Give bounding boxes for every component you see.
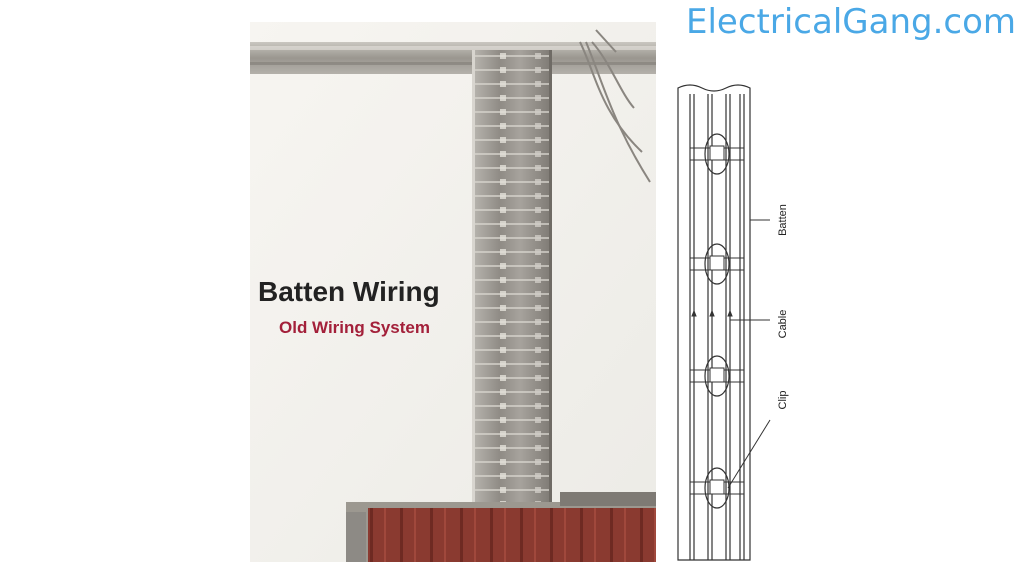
photo-illustration (250, 22, 656, 562)
batten-outline (677, 84, 751, 561)
clip (689, 355, 745, 397)
photo-title: Batten Wiring (258, 276, 440, 307)
vertical-batten (472, 50, 552, 510)
brick-box (346, 492, 656, 562)
label-clip: Clip (777, 391, 789, 410)
batten-diagram: Batten Cable Clip (677, 84, 789, 561)
clip (689, 133, 745, 175)
clip (689, 467, 745, 509)
site-title[interactable]: ElectricalGang.com (686, 2, 1017, 42)
clip (689, 243, 745, 285)
cable-arrows (691, 309, 733, 320)
photo-subtitle: Old Wiring System (279, 318, 430, 337)
hanging-wires (579, 29, 651, 183)
label-cable: Cable (777, 310, 789, 339)
label-batten: Batten (777, 204, 789, 236)
batten-wiring-photo (250, 22, 656, 562)
clip-leader (727, 419, 771, 489)
